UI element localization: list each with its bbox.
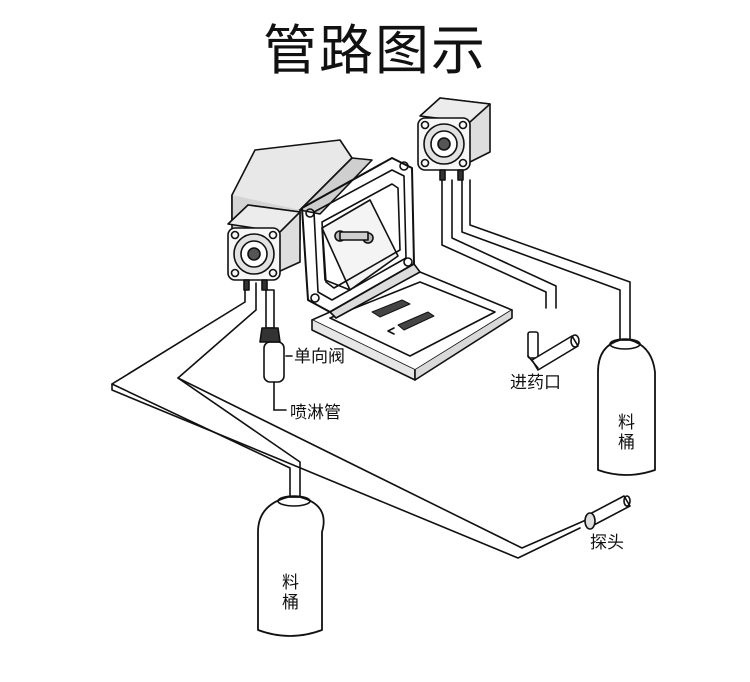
tank-right [597, 338, 656, 476]
check-valve [259, 289, 293, 411]
label-inlet: 进药口 [510, 373, 561, 393]
label-tank-bottom-2: 桶 [282, 593, 299, 613]
label-probe: 探头 [590, 533, 624, 553]
tank-bottom [257, 495, 325, 637]
pump-right [417, 97, 491, 181]
label-spray-pipe: 喷淋管 [290, 403, 341, 423]
label-check-valve: 单向阀 [294, 347, 345, 367]
inlet-nozzle [527, 331, 580, 371]
probe [584, 495, 631, 530]
label-tank-right-1: 料 [618, 413, 635, 433]
label-tank-right-2: 桶 [618, 433, 635, 453]
tubing [111, 179, 631, 559]
diagram-title: 管路图示 [263, 19, 487, 82]
label-tank-bottom-1: 料 [282, 573, 299, 593]
pump-left [227, 204, 301, 291]
